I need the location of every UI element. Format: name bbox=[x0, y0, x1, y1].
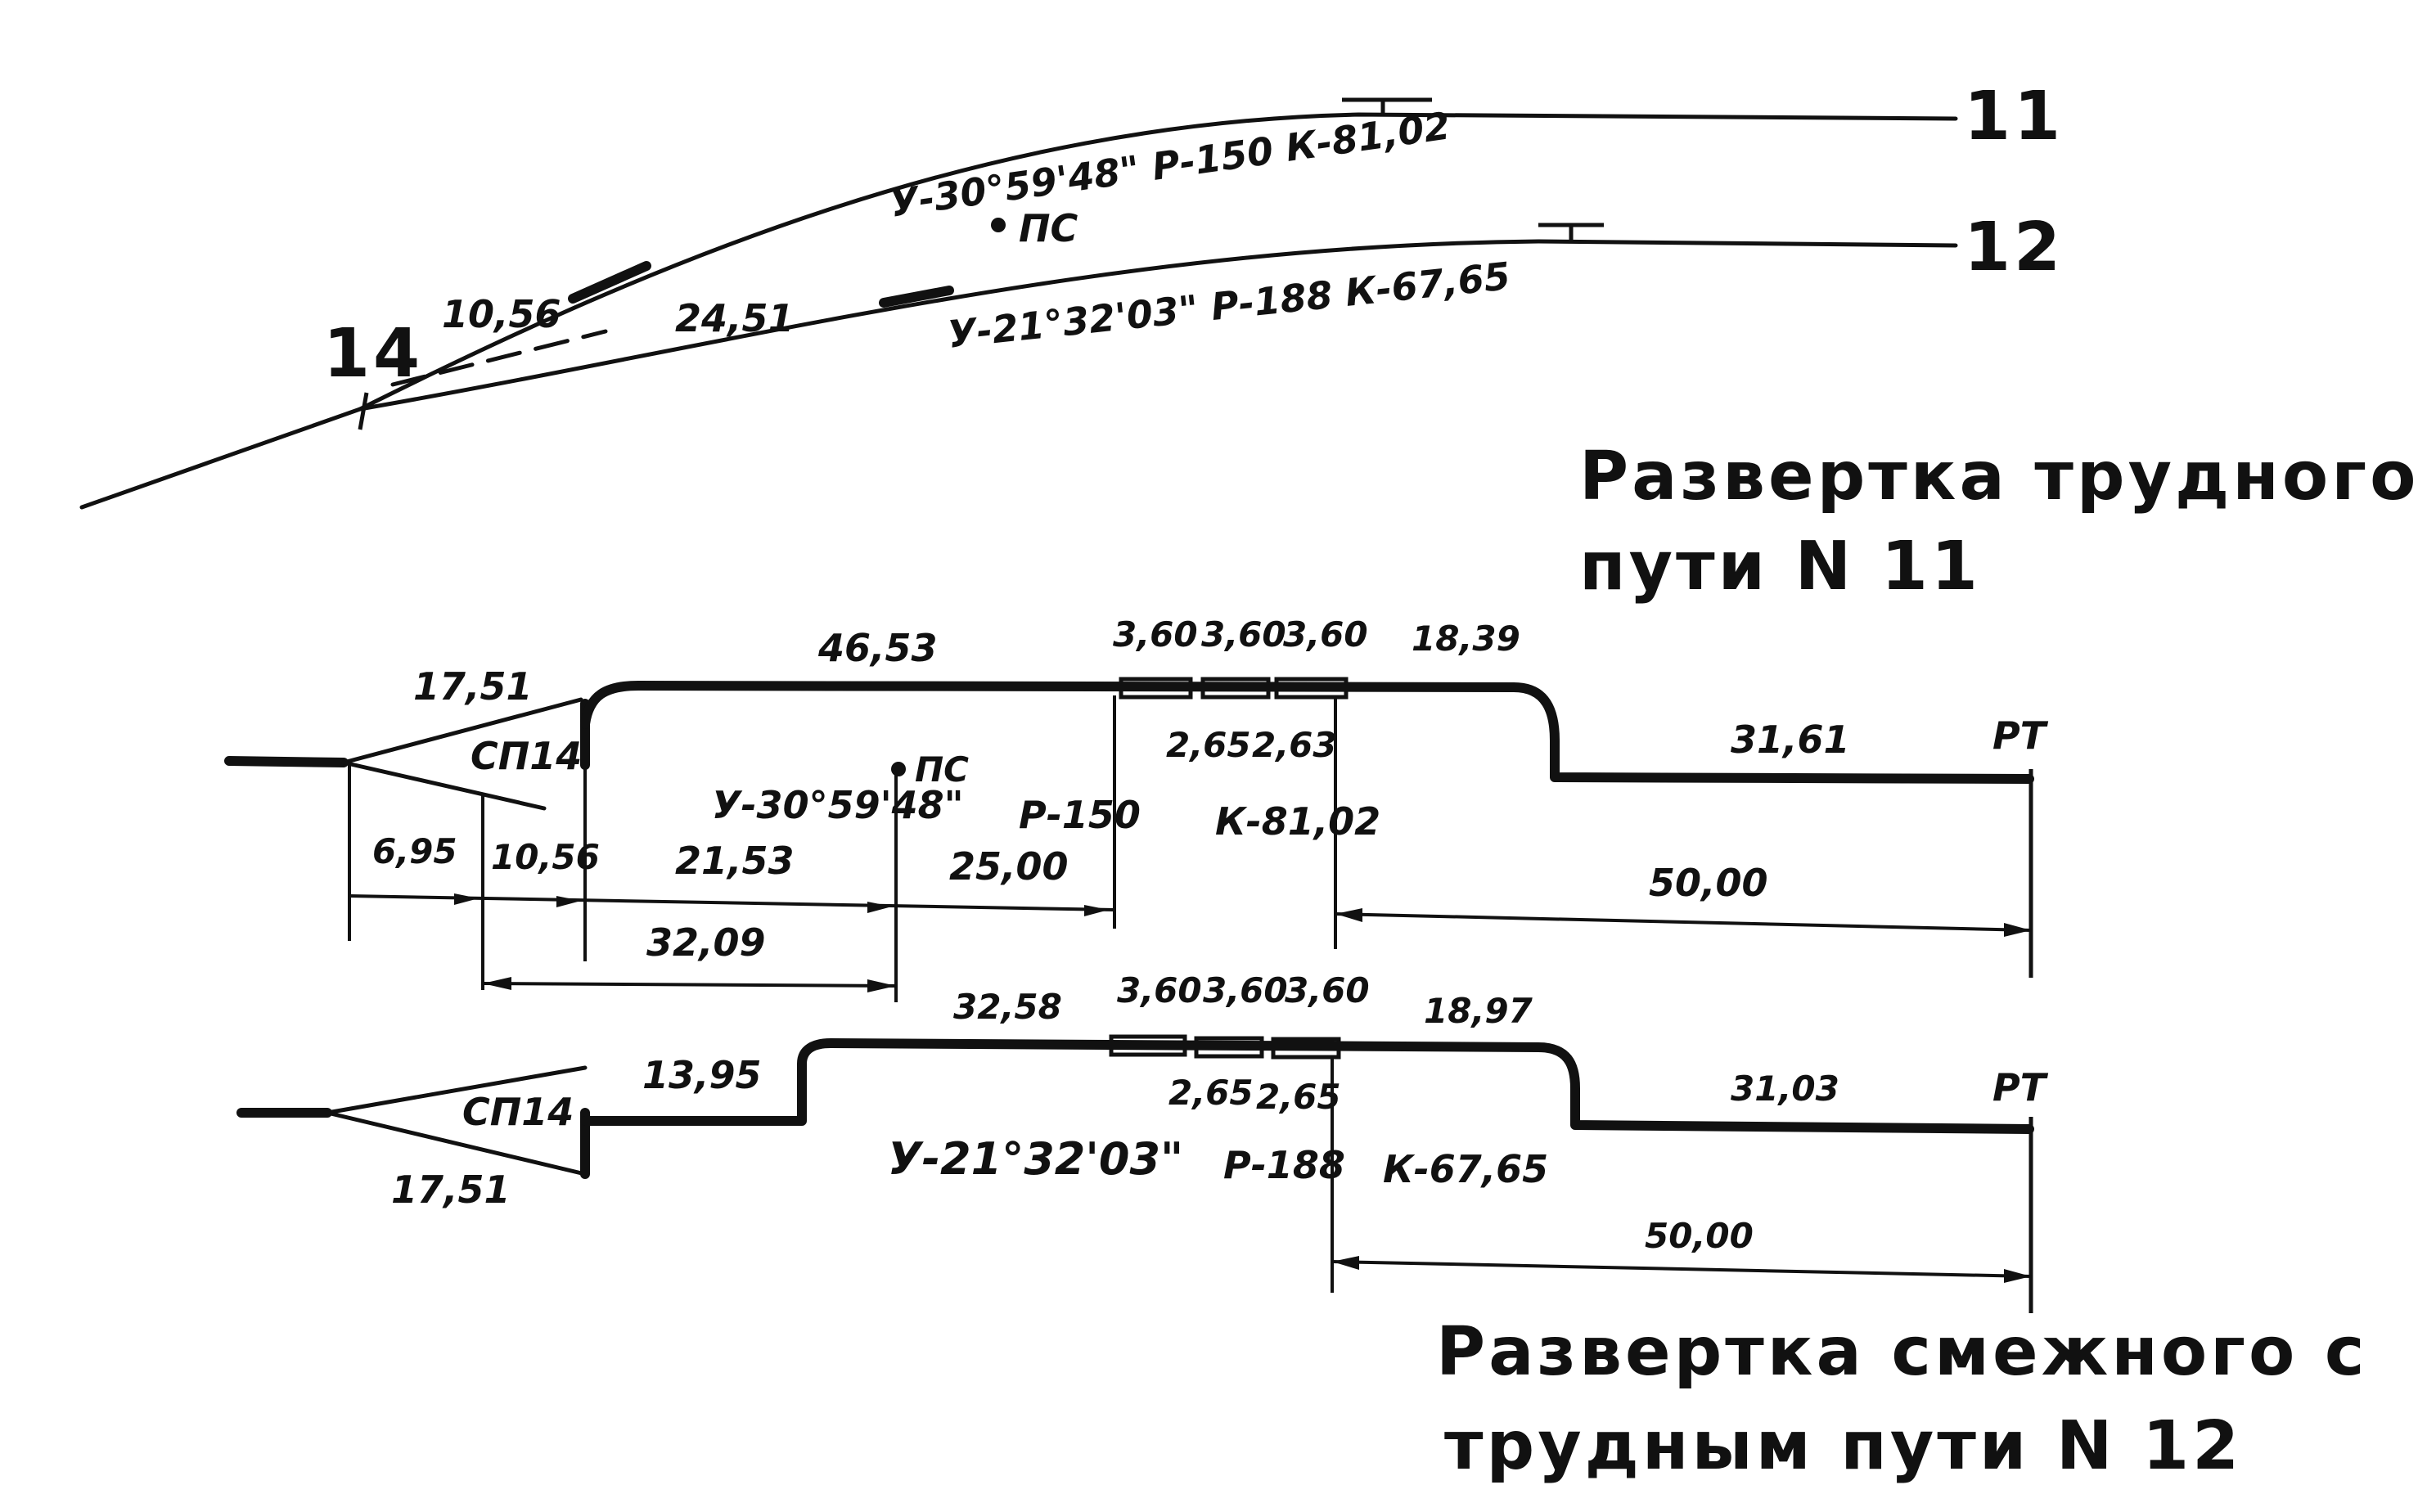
layout-11-lower-length: 31,61 bbox=[1731, 718, 1850, 762]
layout-11-lead-line bbox=[224, 756, 349, 767]
layout-12-joint-2: 3,60 bbox=[1203, 970, 1288, 1010]
layout-12-joint-3: 3,60 bbox=[1285, 970, 1370, 1010]
layout-11-gap-2: 2,63 bbox=[1252, 725, 1337, 765]
layout-11-switch-length: 17,51 bbox=[413, 664, 533, 709]
dim-arrow bbox=[867, 902, 892, 913]
dim-line-right bbox=[1335, 912, 2032, 932]
layout-12-top-length: 32,58 bbox=[953, 987, 1062, 1027]
track-12-segment-label: 24,51 bbox=[675, 296, 795, 340]
lead-track-line bbox=[79, 407, 362, 510]
layout-12-joint-1: 3,60 bbox=[1117, 970, 1202, 1010]
layout-12-curve-angle: У-21°32'03" bbox=[888, 1133, 1183, 1185]
layout-12-lower-length: 31,03 bbox=[1731, 1069, 1839, 1109]
track-11-segment-label: 10,56 bbox=[442, 292, 561, 336]
layout-12-step-length: 13,95 bbox=[642, 1053, 762, 1097]
dim-line-right bbox=[1331, 1260, 2032, 1278]
layout-12: СП14 17,51 13,95 32,58 3,60 3,60 3,60 18… bbox=[236, 970, 2049, 1313]
layout-12-curve-length: К-67,65 bbox=[1383, 1147, 1548, 1191]
layout-11-ps-label: ПС bbox=[915, 749, 969, 790]
layout-12-after-joints: 18,97 bbox=[1424, 991, 1533, 1031]
dim-arrow bbox=[1084, 905, 1109, 916]
layout-11-after-joints: 18,39 bbox=[1412, 619, 1520, 659]
ps-label: ПС bbox=[1019, 206, 1078, 250]
layout-12-title-line2: трудным пути N 12 bbox=[1444, 1407, 2242, 1485]
layout-11-title-line2: пути N 11 bbox=[1579, 528, 1981, 605]
layout-12-joint-box-3 bbox=[1271, 1037, 1341, 1060]
layout-11-curve-length: К-81,02 bbox=[1215, 799, 1380, 844]
layout-12-joint-box-1 bbox=[1109, 1034, 1187, 1057]
switch-tick bbox=[358, 392, 369, 430]
layout-11-dim-1: 6,95 bbox=[372, 831, 457, 871]
track-11-number: 11 bbox=[1964, 78, 2064, 155]
layout-11-switch-upper bbox=[341, 697, 583, 765]
dim-arrow bbox=[867, 979, 896, 992]
layout-11: 17,51 СП14 46,53 3,60 3,60 3,60 18,39 2,… bbox=[224, 614, 2049, 1002]
layout-12-switch-lower bbox=[325, 1110, 588, 1177]
track-12-number: 12 bbox=[1964, 209, 2064, 286]
layout-12-gap-1: 2,65 bbox=[1168, 1073, 1254, 1113]
layout-11-joint-box-3 bbox=[1274, 677, 1349, 700]
dim-arrow bbox=[2004, 1269, 2031, 1283]
layout-11-ps-marker bbox=[891, 762, 906, 776]
layout-11-top-length: 46,53 bbox=[817, 626, 938, 670]
layout-12-main-line bbox=[580, 1038, 2034, 1134]
layout-12-title-line1: Развертка смежного с bbox=[1436, 1313, 2368, 1391]
dashed-tangent-line bbox=[390, 329, 608, 387]
dim-arrow bbox=[1332, 1256, 1359, 1270]
track-12-curve-params: У-21°32'03" Р-188 К-67,65 bbox=[946, 254, 1513, 357]
layout-11-curve-radius: Р-150 bbox=[1019, 793, 1141, 837]
layout-12-switch-upper bbox=[325, 1065, 588, 1115]
dim-arrow bbox=[2004, 923, 2031, 937]
layout-11-joint-2: 3,60 bbox=[1201, 614, 1286, 655]
layout-11-curve-angle: У-30°59'48" bbox=[712, 783, 964, 827]
layout-11-dim-total-left: 32,09 bbox=[646, 920, 766, 965]
layout-11-dim-2: 10,56 bbox=[491, 837, 600, 877]
joint-mark bbox=[879, 286, 954, 308]
layout-12-switch-label: СП14 bbox=[462, 1090, 574, 1134]
layout-11-dim-4: 25,00 bbox=[949, 844, 1069, 889]
dim-arrow bbox=[556, 896, 581, 907]
ps-point-marker bbox=[991, 218, 1006, 232]
layout-11-gap-1: 2,65 bbox=[1166, 725, 1251, 765]
junction-label: 14 bbox=[323, 315, 423, 393]
dim-line-total-left bbox=[482, 982, 897, 988]
layout-11-switch-lower bbox=[341, 760, 547, 811]
layout-11-joint-box-2 bbox=[1200, 677, 1271, 700]
joint-mark bbox=[568, 261, 651, 304]
layout-12-gap-2: 2,65 bbox=[1256, 1077, 1341, 1117]
layout-11-dim-3: 21,53 bbox=[675, 839, 795, 883]
layout-12-end-label: РТ bbox=[1992, 1065, 2049, 1109]
layout-11-joint-1: 3,60 bbox=[1113, 614, 1198, 655]
layout-12-curve-radius: Р-188 bbox=[1223, 1143, 1345, 1187]
layout-11-joint-3: 3,60 bbox=[1283, 614, 1368, 655]
layout-11-switch-label: СП14 bbox=[471, 734, 582, 778]
layout-12-switch-length: 17,51 bbox=[391, 1168, 511, 1212]
track-11-line bbox=[358, 112, 1958, 412]
dim-arrow bbox=[454, 893, 479, 905]
layout-11-title-line1: Развертка трудного bbox=[1579, 438, 2419, 515]
layout-11-dim-right: 50,00 bbox=[1649, 861, 1768, 905]
layout-11-end-label: РТ bbox=[1992, 713, 2049, 758]
layout-11-main-line bbox=[580, 681, 2034, 784]
layout-12-joint-box-2 bbox=[1194, 1036, 1264, 1059]
dim-arrow bbox=[483, 977, 511, 990]
layout-11-joint-box-1 bbox=[1119, 677, 1193, 700]
dim-arrow bbox=[1335, 908, 1362, 922]
layout-12-dim-right: 50,00 bbox=[1645, 1216, 1754, 1256]
track-11-curve-params: У-30°59'48" Р-150 К-81,02 bbox=[887, 103, 1452, 226]
track-12-line bbox=[358, 239, 1958, 412]
